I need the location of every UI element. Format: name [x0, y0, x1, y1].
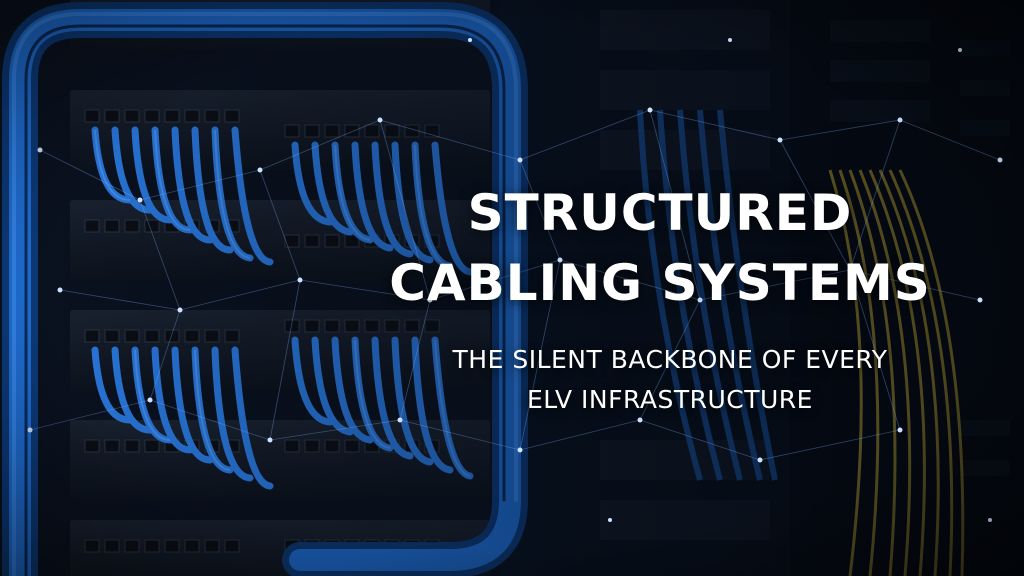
- headline-line-1: STRUCTURED: [467, 184, 853, 242]
- headline-line-2: CABLING SYSTEMS: [389, 254, 931, 312]
- subheadline: THE SILENT BACKBONE OF EVERY ELV INFRAST…: [400, 340, 940, 420]
- subheadline-line-2: ELV INFRASTRUCTURE: [527, 385, 813, 414]
- headline: STRUCTURED CABLING SYSTEMS: [370, 178, 950, 318]
- subheadline-line-1: THE SILENT BACKBONE OF EVERY: [452, 345, 888, 374]
